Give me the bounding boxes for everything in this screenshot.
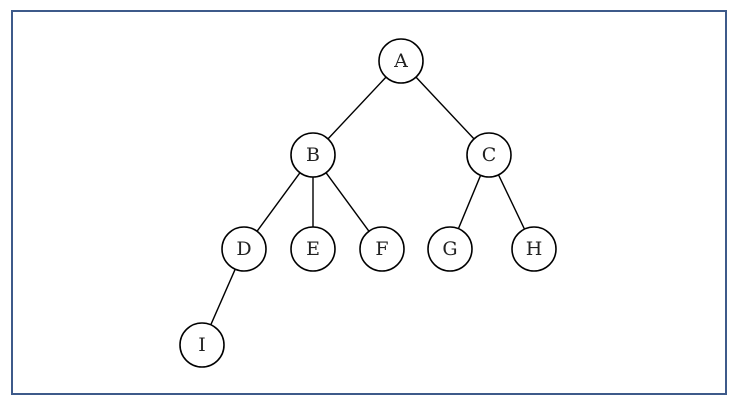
node-i: I: [179, 322, 225, 368]
node-label: G: [442, 238, 457, 260]
edges-layer: [210, 76, 526, 326]
node-circle: [378, 38, 424, 84]
node-g: G: [427, 226, 473, 272]
node-circle: [179, 322, 225, 368]
node-b: B: [290, 132, 336, 178]
node-circle: [359, 226, 405, 272]
node-circle: [427, 226, 473, 272]
edge-c-g: [457, 175, 482, 229]
node-label: B: [306, 144, 320, 166]
node-circle: [511, 226, 557, 272]
diagram-frame: [11, 10, 727, 395]
node-label: A: [393, 50, 408, 72]
node-h: H: [511, 226, 557, 272]
edge-a-c: [415, 76, 475, 140]
edge-b-f: [325, 172, 370, 232]
edge-b-d: [256, 172, 301, 232]
nodes-layer: A B C D E F G H I: [179, 38, 557, 368]
node-circle: [466, 132, 512, 178]
node-circle: [290, 132, 336, 178]
node-e: E: [290, 226, 336, 272]
node-label: D: [236, 238, 251, 260]
node-f: F: [359, 226, 405, 272]
node-label: H: [526, 238, 543, 260]
edge-c-h: [497, 174, 526, 230]
edge-a-b: [327, 76, 387, 140]
node-circle: [290, 226, 336, 272]
node-d: D: [221, 226, 267, 272]
node-c: C: [466, 132, 512, 178]
edge-d-i: [210, 268, 236, 326]
node-label: I: [198, 334, 206, 356]
node-label: C: [482, 144, 497, 166]
node-label: E: [306, 238, 320, 260]
node-a: A: [378, 38, 424, 84]
node-label: F: [375, 238, 388, 260]
node-circle: [221, 226, 267, 272]
